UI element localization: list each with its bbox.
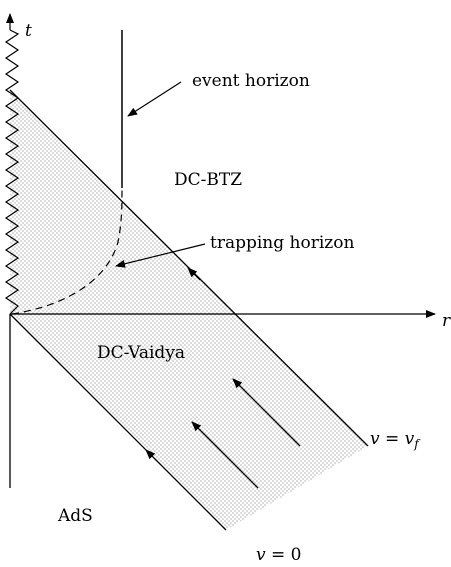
trapping-horizon-pointer: [115, 243, 206, 268]
t-axis-label: t: [25, 21, 32, 41]
infalling-arrow-2: [191, 421, 259, 489]
v-f-label: v = vf: [370, 429, 421, 451]
singularity-zigzag: [4, 29, 20, 315]
trapping-horizon-curve: [11, 187, 123, 315]
null-direction-arrow-lower: [145, 449, 161, 465]
event-horizon-label: event horizon: [192, 71, 310, 91]
v-0-label: v = 0: [256, 545, 301, 565]
r-axis-label: r: [442, 311, 451, 331]
vaidya-shell-region: [10, 90, 368, 530]
ads-label: AdS: [57, 506, 93, 526]
dc-btz-label: DC-BTZ: [174, 170, 242, 190]
infalling-arrow-1: [232, 378, 301, 447]
event-horizon-pointer: [127, 81, 182, 117]
trapping-horizon-label: trapping horizon: [210, 233, 354, 253]
dc-vaidya-label: DC-Vaidya: [97, 343, 185, 363]
null-direction-arrow-upper: [187, 267, 201, 281]
null-line-v-0: [9, 313, 227, 531]
